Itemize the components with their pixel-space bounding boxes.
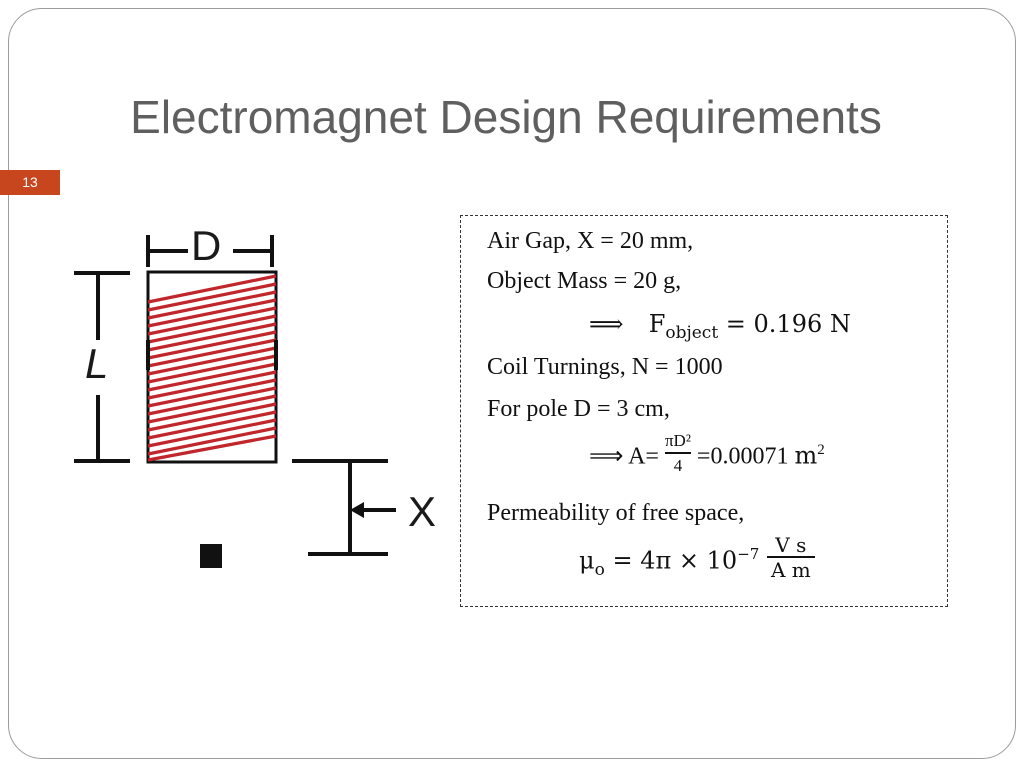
mu-symbol: μ bbox=[579, 546, 595, 575]
area-line: ⟹ A= πD² 4 =0.00071 m2 bbox=[589, 431, 825, 482]
label-x: X bbox=[408, 488, 437, 535]
slide-title: Electromagnet Design Requirements bbox=[130, 91, 882, 143]
x-arrowhead bbox=[350, 502, 364, 518]
pole-line: For pole D = 3 cm, bbox=[487, 396, 670, 422]
electromagnet-drawing bbox=[74, 235, 396, 568]
dimension-l bbox=[74, 271, 130, 463]
mu-subscript: o bbox=[594, 559, 605, 580]
object-mass-line: Object Mass = 20 g, bbox=[487, 268, 682, 294]
area-value: =0.00071 bbox=[696, 443, 789, 470]
air-gap-line: Air Gap, X = 20 mm, bbox=[487, 228, 694, 254]
mu-exponent: −7 bbox=[737, 544, 760, 563]
area-fraction: πD² 4 bbox=[664, 430, 691, 478]
area-prefix: ⟹ A= bbox=[589, 443, 659, 470]
force-line: ⟹ Fobject = 0.196 N bbox=[589, 310, 851, 343]
coil-windings bbox=[147, 274, 277, 462]
mu-unit-denominator: A m bbox=[766, 556, 815, 582]
mu-unit-numerator: V s bbox=[775, 533, 807, 557]
area-denominator: 4 bbox=[664, 452, 691, 478]
mu-unit-fraction: V s A m bbox=[766, 533, 815, 582]
permeability-line: Permeability of free space, bbox=[487, 500, 745, 526]
implies-arrow: ⟹ bbox=[589, 310, 624, 338]
area-numerator: πD² bbox=[664, 431, 691, 450]
requirements-box: Air Gap, X = 20 mm, Object Mass = 20 g, … bbox=[460, 215, 948, 607]
area-unit: m bbox=[794, 441, 818, 470]
area-unit-exponent: 2 bbox=[817, 441, 825, 458]
label-l: L bbox=[85, 340, 109, 387]
force-symbol: F bbox=[648, 310, 666, 338]
slide-number-badge: 13 bbox=[0, 170, 60, 195]
mu-value: = 4π × 10 bbox=[612, 546, 738, 575]
object-mass bbox=[200, 544, 222, 568]
electromagnet-diagram: D L X bbox=[60, 210, 460, 590]
mu-line: μo = 4π × 10−7 V s A m bbox=[579, 534, 815, 586]
dimension-x bbox=[292, 459, 396, 556]
force-value: = 0.196 N bbox=[725, 310, 851, 338]
force-subscript: object bbox=[665, 323, 719, 343]
coil-turnings-line: Coil Turnings, N = 1000 bbox=[487, 354, 723, 380]
label-d: D bbox=[191, 222, 222, 269]
dimension-d bbox=[146, 235, 274, 267]
